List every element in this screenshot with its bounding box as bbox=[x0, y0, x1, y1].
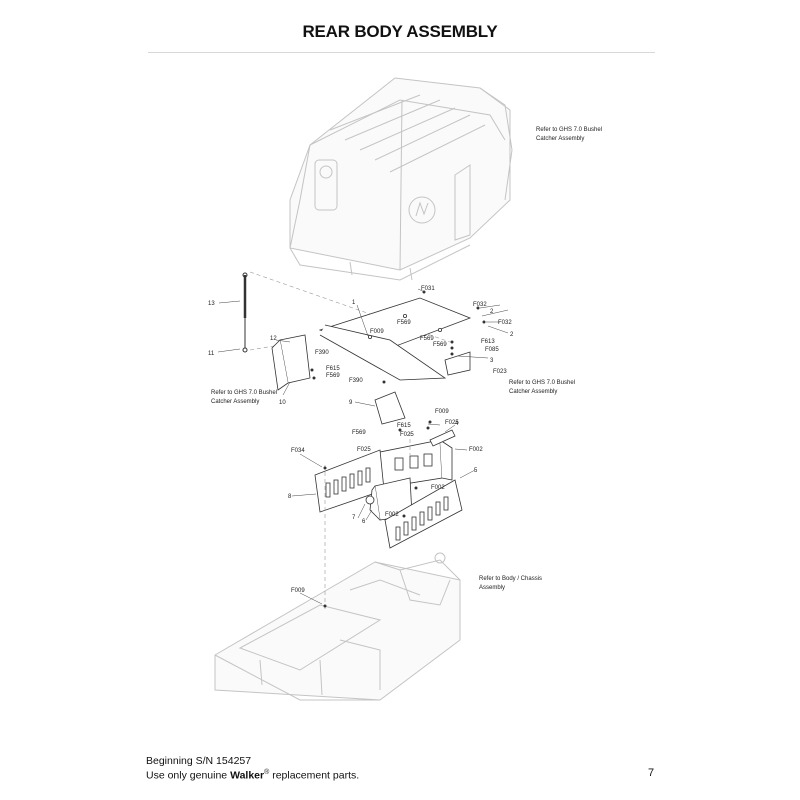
part-F025: F025 bbox=[357, 447, 371, 453]
callout-4: 4 bbox=[455, 421, 459, 427]
part-F025: F025 bbox=[445, 420, 459, 426]
part-numbers: F031 F032 F032 F569 F009 F569 F613 F085 … bbox=[291, 286, 512, 594]
callout-5: 5 bbox=[474, 468, 478, 474]
genuine-parts-note: Use only genuine Walker® replacement par… bbox=[146, 769, 360, 782]
part-F569: F569 bbox=[397, 320, 411, 326]
part-F009: F009 bbox=[291, 588, 305, 594]
fastener-marks bbox=[310, 290, 486, 608]
part-F569: F569 bbox=[433, 342, 447, 348]
top-plate-part bbox=[318, 297, 472, 381]
part-F390: F390 bbox=[315, 350, 329, 356]
part-F002: F002 bbox=[469, 447, 483, 453]
part-F032: F032 bbox=[498, 320, 512, 326]
small-bar-part bbox=[429, 429, 456, 447]
part-F615: F615 bbox=[397, 423, 411, 429]
reference-note-ghs-mid-2: Catcher Assembly bbox=[509, 389, 557, 395]
hinge-bracket-right bbox=[374, 351, 471, 425]
part-F025: F025 bbox=[400, 432, 414, 438]
part-F569: F569 bbox=[420, 336, 434, 342]
title-divider bbox=[148, 52, 655, 53]
callout-9: 9 bbox=[349, 400, 353, 406]
callout-8: 8 bbox=[288, 494, 292, 500]
part-F615: F615 bbox=[326, 366, 340, 372]
reference-note-ghs-top-1: Refer to GHS 7.0 Bushel bbox=[536, 127, 602, 133]
part-F569: F569 bbox=[326, 373, 340, 379]
reference-note-ghs-mid-1: Refer to GHS 7.0 Bushel bbox=[509, 380, 575, 386]
callout-11: 11 bbox=[208, 351, 215, 357]
part-F032: F032 bbox=[473, 302, 487, 308]
callout-numbers: 13 11 12 1 2 2 3 4 5 6 7 8 9 10 bbox=[208, 300, 514, 525]
part-F002: F002 bbox=[431, 485, 445, 491]
upper-rear-panel bbox=[379, 439, 453, 489]
reference-note-ghs-top-2: Catcher Assembly bbox=[536, 136, 584, 142]
callout-2b: 2 bbox=[510, 332, 514, 338]
reference-note-ghs-left-2: Catcher Assembly bbox=[211, 399, 259, 405]
leader-dashed bbox=[249, 344, 281, 351]
grass-catcher-illustration bbox=[289, 77, 513, 281]
page-footer: Beginning S/N 154257 Use only genuine Wa… bbox=[146, 755, 359, 782]
gas-spring bbox=[242, 272, 248, 353]
reference-notes: Refer to GHS 7.0 Bushel Catcher Assembly… bbox=[211, 127, 602, 591]
part-F613: F613 bbox=[481, 339, 495, 345]
reference-note-chassis-2: Assembly bbox=[479, 585, 505, 591]
reference-note-chassis-1: Refer to Body / Chassis bbox=[479, 576, 542, 582]
callout-1: 1 bbox=[352, 300, 356, 306]
callout-12: 12 bbox=[270, 336, 277, 342]
callout-10: 10 bbox=[279, 400, 286, 406]
callout-6: 6 bbox=[362, 519, 366, 525]
part-F085: F085 bbox=[485, 347, 499, 353]
serial-number-note: Beginning S/N 154257 bbox=[146, 755, 252, 767]
part-F390: F390 bbox=[349, 378, 363, 384]
callout-13: 13 bbox=[208, 301, 215, 307]
part-F002: F002 bbox=[385, 512, 399, 518]
page-number: 7 bbox=[648, 767, 655, 779]
part-F569: F569 bbox=[352, 430, 366, 436]
reference-note-ghs-left-1: Refer to GHS 7.0 Bushel bbox=[211, 390, 277, 396]
page-title: REAR BODY ASSEMBLY bbox=[302, 22, 498, 41]
brand-name: Walker bbox=[230, 769, 265, 782]
callout-7: 7 bbox=[352, 515, 356, 521]
part-F009: F009 bbox=[370, 329, 384, 335]
chassis-illustration bbox=[214, 552, 461, 701]
callout-2a: 2 bbox=[490, 309, 494, 315]
hinge-bracket-left bbox=[271, 334, 311, 391]
side-panel-right bbox=[384, 479, 463, 549]
part-F023: F023 bbox=[493, 369, 507, 375]
part-F009: F009 bbox=[435, 409, 449, 415]
callout-3: 3 bbox=[490, 358, 494, 364]
part-F031: F031 bbox=[421, 286, 435, 292]
leader-lines bbox=[217, 288, 509, 605]
part-F034: F034 bbox=[291, 448, 305, 454]
